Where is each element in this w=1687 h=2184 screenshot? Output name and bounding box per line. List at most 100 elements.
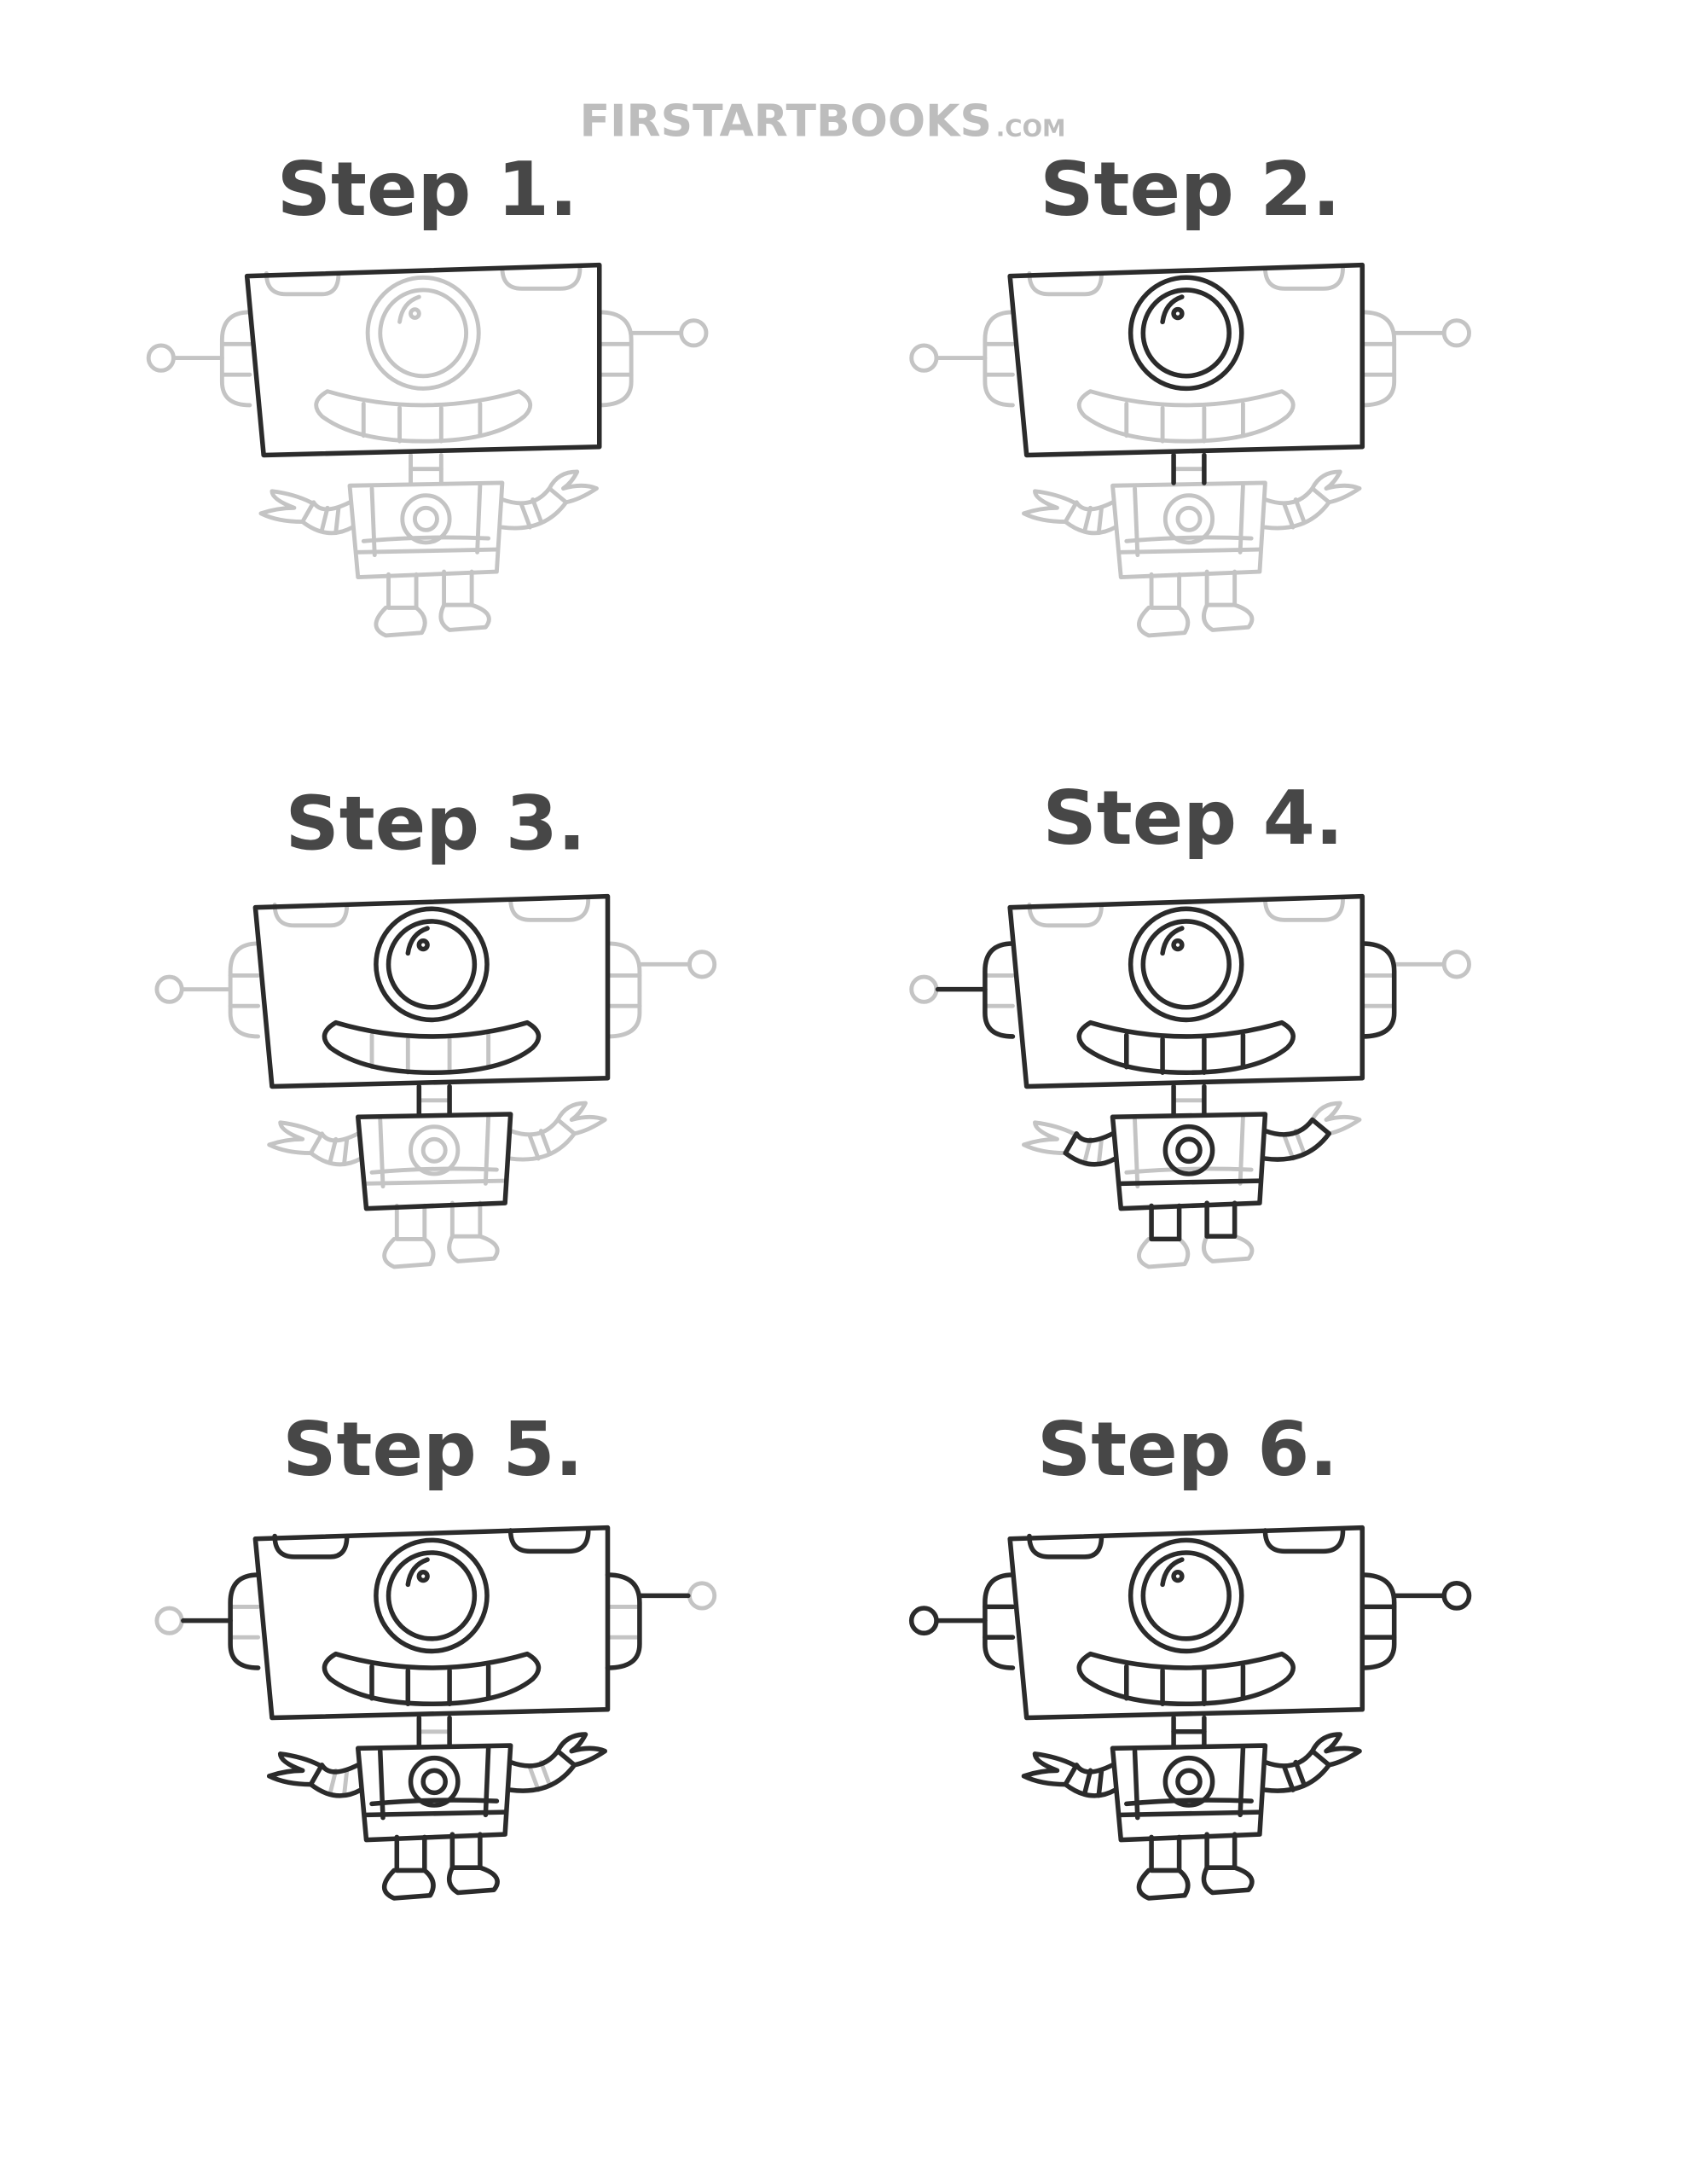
robot-antenna-right-ball — [1441, 1580, 1472, 1611]
robot-drawing-step-5 — [154, 1525, 717, 1901]
robot-belt — [1118, 1178, 1262, 1187]
robot-hands — [1021, 1732, 1362, 1787]
robot-eye — [1128, 275, 1244, 392]
robot-antenna-right-ball — [679, 318, 709, 348]
robot-ears — [983, 1572, 1397, 1670]
robot-ear-lines — [983, 1604, 1397, 1640]
robot-eye — [1128, 906, 1244, 1023]
robot-chest — [1162, 493, 1215, 545]
robot-teeth — [361, 401, 483, 444]
robot-feet — [1137, 1234, 1255, 1269]
robot-feet — [1137, 602, 1255, 638]
robot-body — [1110, 1112, 1268, 1211]
robot-arms — [1063, 1117, 1332, 1167]
robot-antenna-right-ball — [687, 950, 717, 979]
robot-head — [252, 893, 611, 1089]
robot-body-lines — [1124, 1745, 1254, 1821]
robot-tabs — [1027, 1528, 1346, 1560]
robot-head — [244, 262, 602, 458]
robot-legs — [1149, 569, 1238, 610]
robot-antenna-left-ball — [154, 974, 184, 1004]
robot-body-lines — [369, 1114, 499, 1189]
robot-tabs — [264, 265, 583, 297]
robot-neck — [416, 1715, 452, 1748]
robot-antenna-left-ball — [909, 974, 939, 1004]
step-5-title: Step 5. — [282, 1405, 583, 1493]
robot-body — [347, 480, 505, 580]
robot-feet — [382, 1234, 500, 1269]
robot-hands — [267, 1101, 607, 1156]
step-1-title: Step 1. — [277, 145, 578, 233]
robot-ear-lines — [983, 341, 1397, 377]
logo: FIRSTARTBOOKS .COM — [580, 96, 1066, 147]
robot-mouth — [314, 389, 533, 444]
robot-head — [1007, 893, 1365, 1089]
robot-arm-stripes — [328, 1129, 552, 1167]
robot-drawing-step-6 — [908, 1525, 1472, 1901]
robot-ears — [219, 310, 634, 408]
robot-belt — [364, 1178, 507, 1186]
robot-body — [1110, 1743, 1268, 1843]
robot-ear-lines — [983, 973, 1397, 1008]
robot-tabs — [272, 897, 591, 928]
robot-teeth — [1124, 1032, 1246, 1075]
logo-text: FIRSTARTBOOKS — [580, 96, 992, 147]
robot-chest — [408, 1755, 461, 1808]
robot-ears — [228, 941, 642, 1039]
robot-legs — [386, 569, 474, 610]
robot-teeth — [369, 1664, 491, 1707]
robot-antenna-left-ball — [146, 343, 176, 373]
robot-chest — [409, 1124, 461, 1176]
robot-ears — [983, 941, 1397, 1039]
robot-arm-stripes — [328, 1760, 552, 1798]
robot-drawings — [146, 262, 1472, 1901]
robot-hands — [1021, 1101, 1362, 1156]
robot-arm-stripes — [1082, 1129, 1307, 1167]
robot-mouth — [1076, 1019, 1296, 1075]
robot-arm-stripes — [320, 497, 543, 535]
robot-drawing-step-4 — [909, 893, 1471, 1269]
robot-tabs — [1027, 897, 1345, 928]
robot-legs — [1149, 1200, 1238, 1242]
robot-hands — [266, 1732, 608, 1787]
robot-eye — [374, 1537, 490, 1654]
robot-belt — [1118, 547, 1262, 555]
robot-body-lines — [361, 483, 491, 558]
robot-body — [355, 1743, 513, 1843]
logo-suffix: .COM — [996, 113, 1066, 142]
robot-mouth — [322, 1019, 542, 1075]
robot-chest — [1162, 1124, 1215, 1176]
robot-mouth — [322, 1651, 542, 1707]
robot-body-lines — [1124, 483, 1254, 558]
robot-feet — [381, 1865, 500, 1901]
robot-antenna-right-ball — [687, 1581, 717, 1611]
robot-neck — [416, 1083, 452, 1117]
step-4-title: Step 4. — [1043, 774, 1344, 862]
robot-ear-lines — [228, 1604, 642, 1640]
robot-arm-stripes — [1082, 497, 1307, 535]
robot-feet — [1136, 1865, 1255, 1901]
robot-arm-stripes — [1082, 1759, 1307, 1798]
robot-ear-lines — [228, 973, 642, 1008]
robot-drawing-step-2 — [909, 262, 1471, 638]
robot-neck — [1171, 1083, 1207, 1117]
robot-drawing-step-3 — [154, 893, 717, 1269]
robot-body — [1110, 480, 1267, 580]
robot-body — [355, 1112, 513, 1211]
robot-eye — [374, 906, 490, 1023]
robot-eye — [365, 275, 481, 391]
robot-chest — [1162, 1755, 1215, 1808]
robot-eye — [1128, 1537, 1244, 1654]
robot-ears — [228, 1572, 642, 1670]
robot-feet — [374, 602, 491, 638]
step-2-title: Step 2. — [1040, 145, 1341, 233]
robot-hands — [1021, 469, 1362, 524]
robot-antenna-left-ball — [154, 1606, 184, 1635]
robot-chest — [400, 493, 452, 545]
robot-body-lines — [369, 1745, 500, 1821]
robot-legs — [394, 1832, 483, 1873]
robot-teeth — [1124, 401, 1245, 444]
robot-ear-lines — [219, 341, 634, 377]
step-6-title: Step 6. — [1037, 1405, 1338, 1493]
robot-hands — [258, 469, 599, 524]
